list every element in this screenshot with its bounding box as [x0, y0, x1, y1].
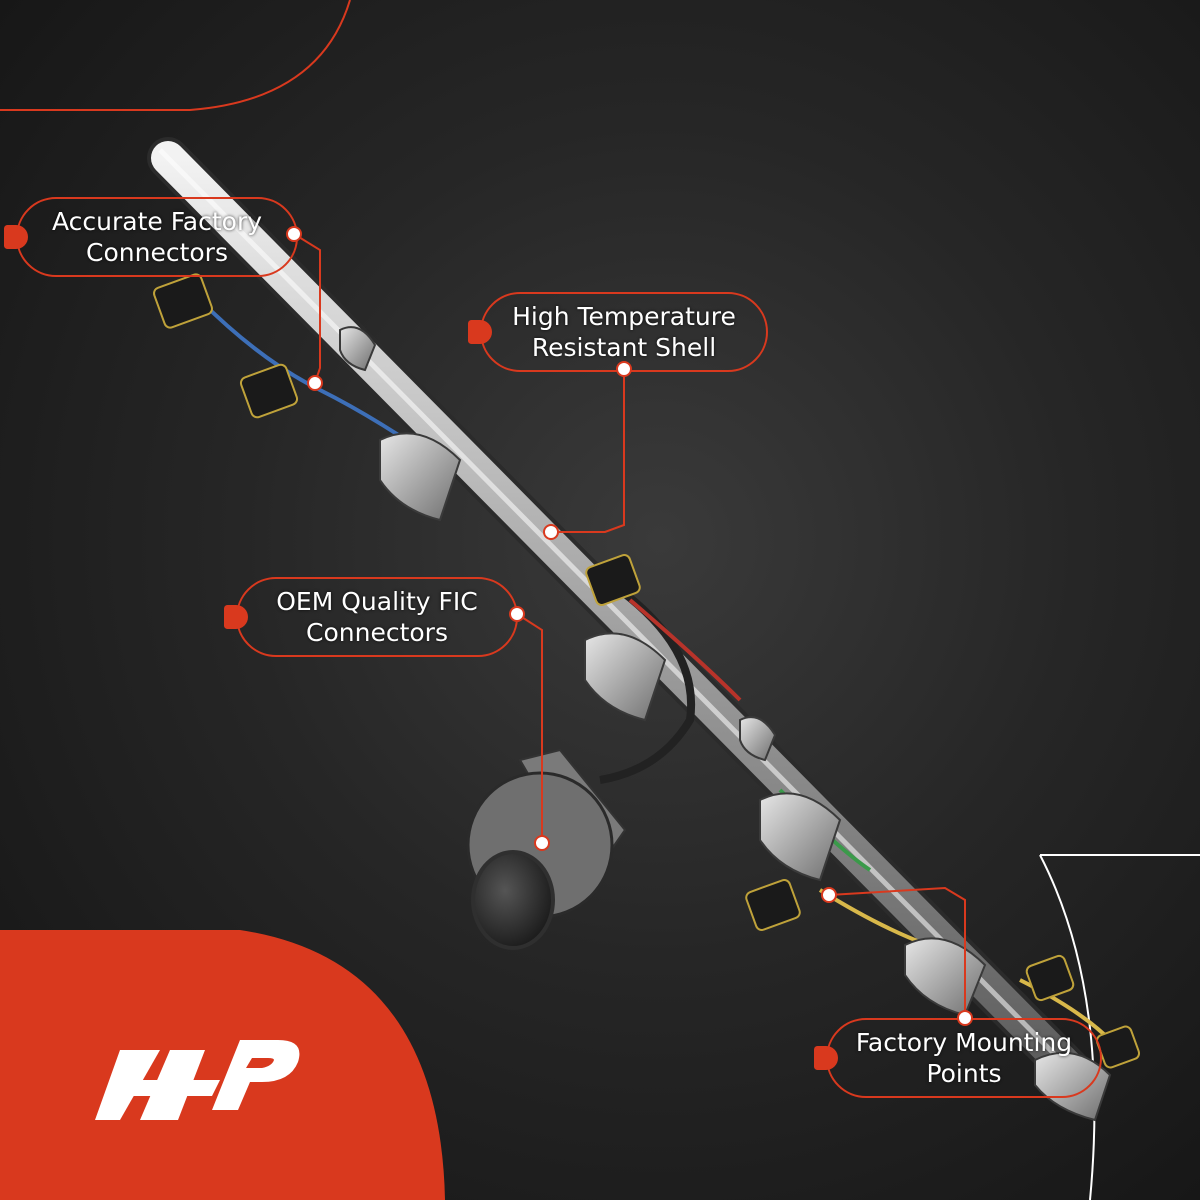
callout-line-1: High Temperature [512, 302, 736, 331]
top-left-arc [0, 0, 351, 111]
leader-line-fic-connectors [516, 613, 543, 843]
callout-mounting-points: Factory Mounting Points [814, 1018, 1102, 1098]
callout-line-2: Connectors [306, 618, 448, 647]
callout-anchor-dot [307, 375, 323, 391]
callout-tab [224, 605, 248, 629]
callout-line-1: Accurate Factory [51, 207, 263, 236]
callout-line-2: Points [926, 1059, 1002, 1088]
wiring-harness [147, 137, 1141, 1122]
brand-logo [95, 1040, 300, 1120]
callout-anchor-dot [821, 887, 837, 903]
callout-factory-connectors: Accurate Factory Connectors [4, 197, 298, 277]
callout-fic-connectors: OEM Quality FIC Connectors [224, 577, 518, 657]
callout-anchor-dot [616, 361, 632, 377]
callout-tab [4, 225, 28, 249]
callout-tab [468, 320, 492, 344]
callout-temperature-shell: High Temperature Resistant Shell [468, 292, 768, 372]
leader-line-temperature-shell [551, 369, 625, 533]
callout-line-1: OEM Quality FIC [276, 587, 478, 616]
callout-anchor-dot [543, 524, 559, 540]
leader-line-mounting-points [828, 886, 966, 1018]
callout-anchor-dot [286, 226, 302, 242]
callout-line-2: Connectors [86, 238, 228, 267]
callout-anchor-dot [534, 835, 550, 851]
callout-line-2: Resistant Shell [531, 333, 717, 362]
callout-line-1: Factory Mounting [855, 1028, 1073, 1057]
brand-corner-badge [0, 930, 445, 1200]
bottom-right-arc [1039, 854, 1200, 1200]
callout-anchor-dot [509, 606, 525, 622]
callout-tab [814, 1046, 838, 1070]
callout-anchor-dot [957, 1010, 973, 1026]
